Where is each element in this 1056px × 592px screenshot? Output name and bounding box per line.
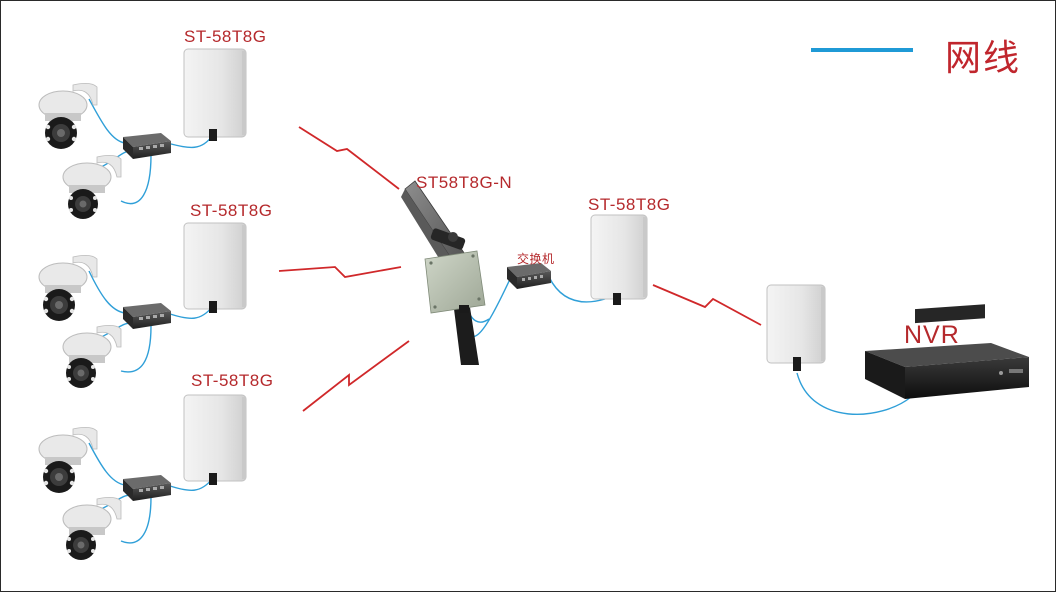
relay-panel-antenna xyxy=(590,214,648,305)
cable xyxy=(88,442,126,486)
switch xyxy=(507,263,551,289)
ptz-camera xyxy=(38,427,98,493)
remote-panel-antenna xyxy=(766,284,826,371)
camera-group-3 xyxy=(38,394,247,560)
ptz-camera xyxy=(62,155,122,219)
label-relay: ST-58T8G xyxy=(588,195,671,214)
label-ap1: ST-58T8G xyxy=(184,27,267,46)
cable xyxy=(88,98,126,144)
ptz-camera xyxy=(62,325,122,388)
cable xyxy=(120,496,152,544)
camera-group-1 xyxy=(38,48,247,219)
legend-cable-line xyxy=(811,48,913,52)
ptz-camera xyxy=(38,83,98,149)
base-station xyxy=(401,180,486,365)
poe-switch xyxy=(123,303,171,329)
panel-antenna xyxy=(183,48,247,141)
label-ap2: ST-58T8G xyxy=(190,201,273,220)
wireless-link-ap2 xyxy=(278,266,402,278)
wireless-link-ap1 xyxy=(298,126,400,190)
panel-antenna xyxy=(183,394,247,485)
poe-switch xyxy=(123,133,171,159)
poe-switch xyxy=(123,475,171,501)
cable xyxy=(548,276,606,303)
label-switch: 交换机 xyxy=(517,252,555,266)
wireless-link-relay xyxy=(652,284,762,326)
ptz-camera xyxy=(38,255,98,321)
cable xyxy=(120,325,152,373)
cable xyxy=(120,154,152,205)
nvr-device xyxy=(865,304,1029,399)
ptz-camera xyxy=(62,497,122,560)
wireless-links xyxy=(278,126,762,412)
camera-group-2 xyxy=(38,222,247,388)
wireless-link-ap3 xyxy=(302,340,410,412)
panel-antenna xyxy=(183,222,247,313)
cable xyxy=(88,270,126,314)
label-base-station: ST58T8G-N xyxy=(416,173,513,192)
cable xyxy=(796,372,912,415)
label-nvr: NVR xyxy=(904,321,960,349)
legend-label: 网线 xyxy=(945,38,1022,79)
label-ap3: ST-58T8G xyxy=(191,371,274,390)
